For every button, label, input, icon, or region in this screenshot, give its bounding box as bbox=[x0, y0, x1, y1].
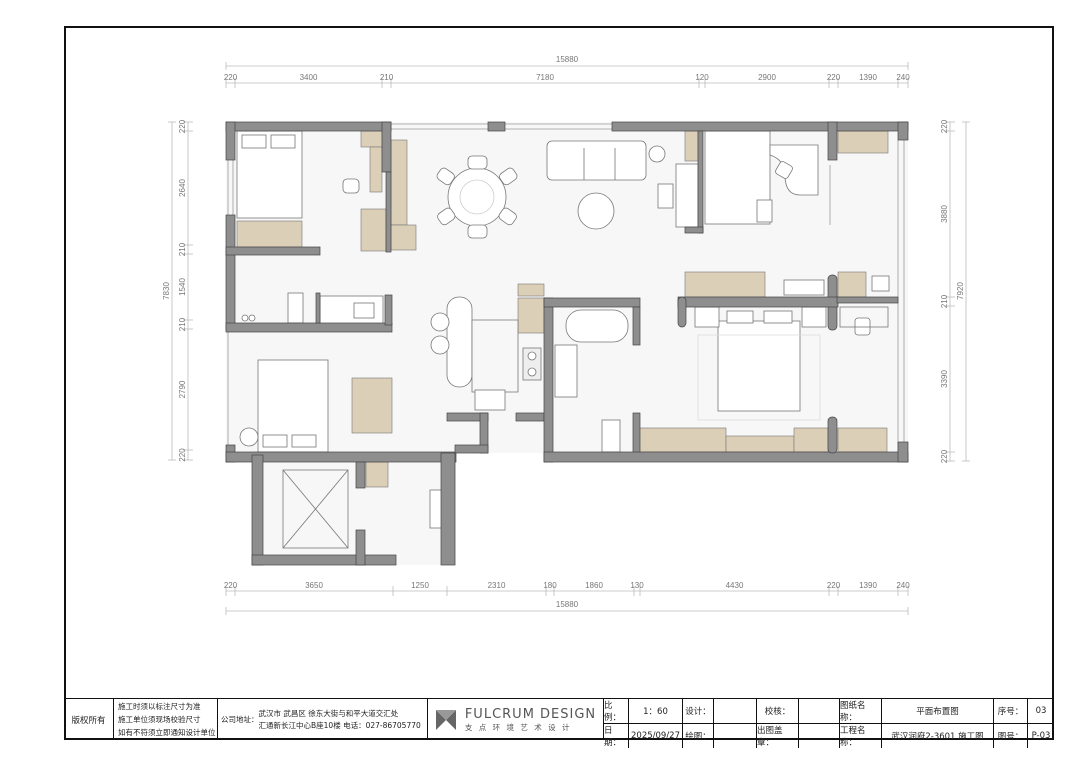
dimension-label: 2790 bbox=[178, 380, 187, 398]
master-bed bbox=[717, 320, 801, 412]
logo-text-en: FULCRUM DESIGN bbox=[464, 706, 597, 722]
drawing-name-label: 图纸名称： bbox=[840, 699, 882, 723]
drawing-no-value: P-03 bbox=[1031, 731, 1051, 741]
dimension-label: 7920 bbox=[956, 282, 965, 300]
logo-mark-icon bbox=[435, 709, 456, 730]
dimension-label: 3650 bbox=[305, 581, 323, 590]
address-line-1: 武汉市 武昌区 徐东大街与和平大道交汇处 bbox=[258, 708, 399, 718]
dimension-label: 210 bbox=[940, 294, 949, 308]
dimension-label: 4430 bbox=[726, 581, 744, 590]
walls bbox=[225, 121, 909, 566]
design-value bbox=[714, 699, 757, 723]
sofa bbox=[546, 140, 647, 181]
address-label: 公司地址： bbox=[221, 715, 259, 724]
dimension-label: 220 bbox=[940, 449, 949, 463]
dimension-lines bbox=[168, 62, 970, 615]
floor-plan: 15880 220 3400 210 7180 120 2900 220 1390 240 220 3… bbox=[162, 55, 970, 615]
address-line-2: 汇通新长江中心B座10楼 电话：027-86705770 bbox=[258, 720, 421, 730]
stamp-label: 出图盖章： bbox=[757, 724, 799, 748]
logo-text-cn: 支 点 环 境 艺 术 设 计 bbox=[464, 722, 572, 732]
date-value: 2025/09/27 bbox=[629, 724, 683, 748]
stamp-value bbox=[799, 724, 840, 748]
company-logo: FULCRUM DESIGN 支 点 环 境 艺 术 设 计 bbox=[428, 699, 604, 740]
furniture bbox=[236, 130, 890, 549]
toilet-1 bbox=[287, 292, 304, 324]
note-3: 如有不符须立即通知设计单位 bbox=[118, 728, 216, 737]
dimension-label: 220 bbox=[827, 581, 841, 590]
dimension-label: 220 bbox=[178, 448, 187, 462]
dimension-label: 3390 bbox=[940, 370, 949, 388]
bathtub bbox=[565, 309, 629, 343]
project-label: 工程名称： bbox=[840, 724, 882, 748]
tv-cabinet bbox=[675, 163, 699, 228]
dimension-label: 220 bbox=[224, 73, 238, 82]
dimension-label: 1250 bbox=[411, 581, 429, 590]
dining-table bbox=[447, 167, 507, 227]
toilet-2 bbox=[601, 419, 621, 453]
dimension-label: 130 bbox=[630, 581, 644, 590]
scale-label: 比例： bbox=[604, 699, 629, 723]
dimension-label: 220 bbox=[827, 73, 841, 82]
note-1: 施工时须以标注尺寸为准 bbox=[118, 702, 201, 711]
dimension-label: 3400 bbox=[300, 73, 318, 82]
dimension-label: 1390 bbox=[859, 73, 877, 82]
drawing-frame bbox=[64, 26, 1054, 740]
title-block: 版权所有 施工时须以标注尺寸为准 施工单位须现场校验尺寸 如有不符须立即通知设计… bbox=[64, 698, 1054, 748]
dimension-label: 2900 bbox=[758, 73, 776, 82]
dimension-label: 210 bbox=[178, 317, 187, 331]
dimension-label: 2310 bbox=[488, 581, 506, 590]
dimension-label: 210 bbox=[380, 73, 394, 82]
seq-value: 03 bbox=[1035, 706, 1047, 716]
side-table bbox=[648, 145, 666, 163]
dimension-label: 1540 bbox=[178, 278, 187, 296]
windows bbox=[227, 123, 905, 452]
desk-chair bbox=[342, 178, 360, 194]
dimension-label: 15880 bbox=[556, 600, 579, 609]
dimension-label: 1860 bbox=[585, 581, 603, 590]
dimension-label: 210 bbox=[178, 242, 187, 256]
dimension-labels: 15880 220 3400 210 7180 120 2900 220 1390 240 220 3… bbox=[162, 55, 965, 609]
dimension-label: 15880 bbox=[556, 55, 579, 64]
dimension-label: 1390 bbox=[859, 581, 877, 590]
scale-value: 1：60 bbox=[629, 699, 683, 723]
dimension-label: 220 bbox=[224, 581, 238, 590]
drawing-no-label: 图号： bbox=[994, 724, 1028, 748]
drawing-name-value: 平面布置图 bbox=[882, 699, 994, 723]
design-label: 设计： bbox=[683, 699, 714, 723]
bar-counter bbox=[446, 296, 473, 388]
dimension-label: 7830 bbox=[162, 282, 171, 300]
draw-value bbox=[714, 724, 757, 748]
dimension-label: 120 bbox=[695, 73, 709, 82]
elevator-shaft bbox=[282, 469, 349, 549]
check-value bbox=[799, 699, 840, 723]
check-label: 校核： bbox=[757, 699, 799, 723]
dimension-label: 3880 bbox=[940, 205, 949, 223]
dimension-label: 220 bbox=[940, 119, 949, 133]
seq-label: 序号： bbox=[994, 699, 1028, 723]
note-2: 施工单位须现场校验尺寸 bbox=[118, 715, 201, 724]
copyright-label: 版权所有 bbox=[64, 699, 114, 740]
draw-label: 绘图： bbox=[683, 724, 714, 748]
wood-cabinets bbox=[236, 130, 889, 488]
dimension-label: 240 bbox=[896, 73, 910, 82]
dimension-label: 220 bbox=[178, 119, 187, 133]
coffee-table bbox=[577, 192, 615, 230]
dimension-label: 240 bbox=[896, 581, 910, 590]
cooktop bbox=[522, 347, 542, 381]
dimension-label: 2640 bbox=[178, 179, 187, 197]
project-value: 武汉润府2-3601 施工图 bbox=[882, 724, 994, 748]
dimension-label: 180 bbox=[543, 581, 557, 590]
date-label: 日期： bbox=[604, 724, 629, 748]
dimension-label: 7180 bbox=[536, 73, 554, 82]
